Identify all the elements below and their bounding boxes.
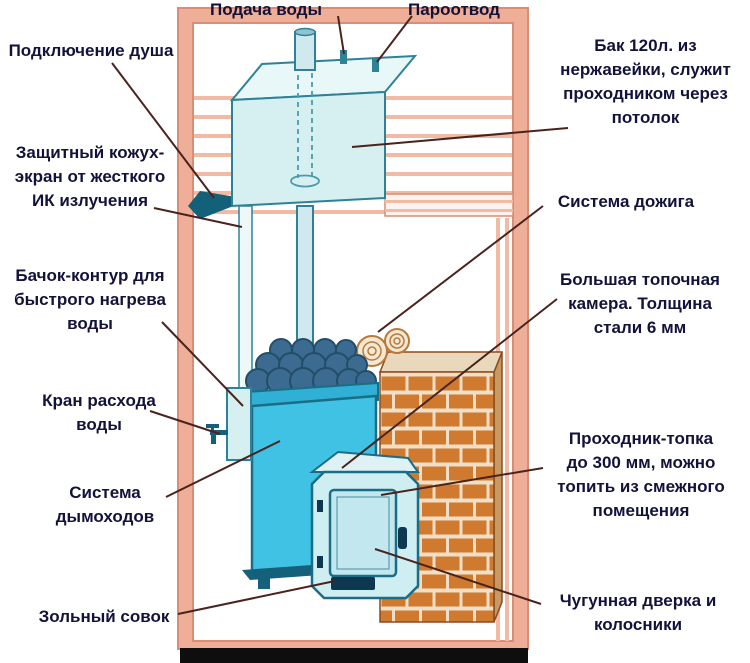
leader-shower-connection <box>111 62 215 199</box>
label-afterburning: Система дожига <box>557 192 695 211</box>
heating-circuit-tank <box>226 387 252 461</box>
ceiling-shelf <box>384 193 514 217</box>
leader-water-supply <box>337 15 345 55</box>
water-supply-fitting <box>340 50 347 64</box>
label-water-supply: Подача воды <box>210 0 322 19</box>
floor-line <box>180 648 528 663</box>
leader-afterburning <box>377 205 544 333</box>
label-cast-iron-door: Чугунная дверка и колосники <box>559 591 717 634</box>
leader-tank <box>351 127 569 148</box>
label-chimney-system: Система дымоходов <box>55 483 155 526</box>
leader-water-tap <box>149 410 221 435</box>
leader-ash-scoop <box>177 580 336 615</box>
label-heating-circuit: Бачок-контур для быстрого нагрева воды <box>14 266 166 333</box>
water-tap-icon <box>206 424 228 444</box>
stove-leg <box>258 578 270 589</box>
firebox-door <box>310 470 420 600</box>
label-tank: Бак 120л. из нержавейки, служит проходни… <box>560 36 731 127</box>
door-handle <box>398 527 407 549</box>
leader-combustion-chamber <box>341 298 558 469</box>
door-hinge <box>317 500 323 512</box>
leader-chimney-system <box>165 440 281 498</box>
label-shower-connection: Подключение душа <box>8 41 174 60</box>
leader-cast-iron-door <box>374 548 542 605</box>
leader-tunnel-firebox <box>380 467 544 496</box>
sauna-stones <box>245 338 377 395</box>
water-tank <box>229 27 418 208</box>
leader-heating-circuit <box>161 321 244 407</box>
label-water-tap: Кран расхода воды <box>42 391 156 434</box>
door-hinge <box>317 556 323 568</box>
label-tunnel-firebox: Проходник-топка до 300 мм, можно топить … <box>557 429 725 520</box>
shower-outlet-arrow <box>188 191 236 219</box>
leader-protective-screen <box>153 207 243 228</box>
label-combustion-chamber: Большая топочная камера. Толщина стали 6… <box>560 270 720 337</box>
label-steam-outlet: Пароотвод <box>408 0 500 19</box>
ash-slot <box>331 577 375 590</box>
leader-lines <box>111 15 569 615</box>
steam-outlet-fitting <box>372 58 379 72</box>
chimney-pipe-lower <box>296 205 314 353</box>
insulation-roll-icon <box>356 328 410 367</box>
chimney-pipe-upper <box>294 27 316 71</box>
leader-steam-outlet <box>376 15 413 63</box>
label-ash-scoop: Зольный совок <box>38 607 170 626</box>
label-protective-screen: Защитный кожух- экран от жесткого ИК изл… <box>14 143 166 210</box>
